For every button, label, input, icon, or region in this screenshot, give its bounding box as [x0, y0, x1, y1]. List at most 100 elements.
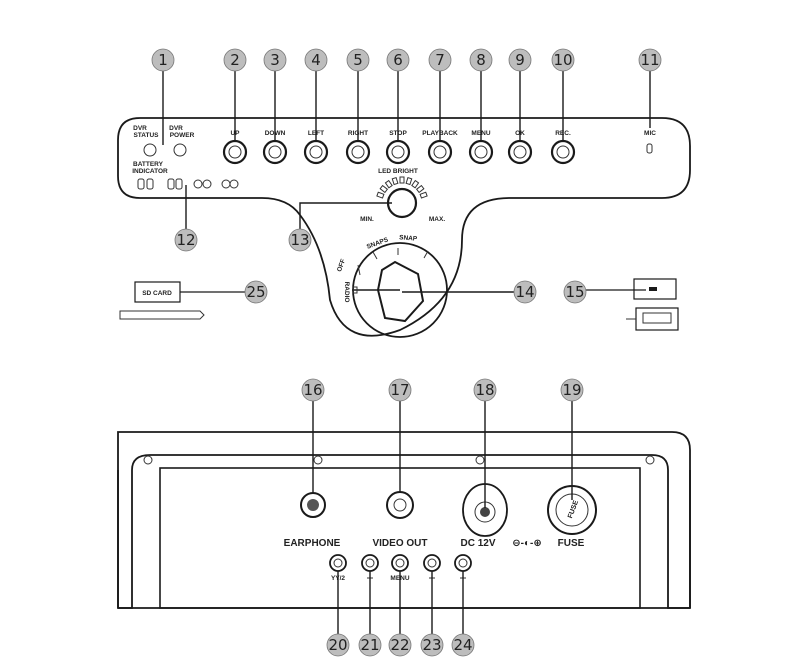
earphone-label: EARPHONE [284, 538, 341, 549]
callout-circle [301, 378, 325, 402]
battery-label-1: BATTERY [133, 161, 164, 168]
callout-3: 3 [263, 48, 287, 141]
callout-19: 19 [560, 378, 584, 500]
brightness-tick [379, 184, 389, 194]
callout-25: 25 [244, 280, 268, 304]
led-bright-max-label: MAX. [429, 216, 445, 223]
callout-20: 20 [326, 571, 350, 657]
mode-selector-knob[interactable]: OFF SNAPS SNAP RADIO [336, 234, 448, 338]
callout-circle [151, 48, 175, 72]
callout-circle [469, 48, 493, 72]
callout-24: 24 [451, 571, 475, 657]
earphone-jack[interactable]: EARPHONE [284, 492, 341, 549]
callout-circle [388, 378, 412, 402]
brightness-tick [399, 176, 405, 184]
callout-circle [244, 280, 268, 304]
callout-2: 2 [223, 48, 247, 141]
callout-circle [451, 633, 475, 657]
video-out-label: VIDEO OUT [372, 538, 427, 549]
callout-circle [288, 228, 312, 252]
callout-number: 12 [176, 231, 195, 249]
callout-circle [638, 48, 662, 72]
led-bright-label: LED BRIGHT [378, 168, 418, 175]
dvr-status-label-1: DVR [133, 125, 147, 132]
callout-circle [563, 280, 587, 304]
leader-line [299, 202, 392, 229]
screw-icon [313, 455, 323, 465]
callout-18: 18 [473, 378, 497, 508]
callout-1: 1 [151, 48, 175, 145]
top-control-panel [117, 117, 691, 337]
callout-14: 14 [402, 280, 537, 304]
callout-circle [174, 228, 198, 252]
battery-indicator: BATTERY INDICATOR [132, 161, 239, 190]
callout-number: 19 [562, 381, 581, 399]
callout-circle [223, 48, 247, 72]
callout-12: 12 [174, 185, 198, 252]
battery-label-2: INDICATOR [132, 168, 168, 175]
dc-12v-label: DC 12V [460, 538, 495, 549]
callout-number: 2 [230, 51, 240, 69]
callout-circle [346, 48, 370, 72]
callout-number: 14 [515, 283, 534, 301]
callout-circle [560, 378, 584, 402]
video-out-jack[interactable]: VIDEO OUT [372, 491, 428, 549]
selector-off-label: OFF [336, 258, 347, 273]
callout-number: 16 [303, 381, 322, 399]
brightness-tick [419, 191, 428, 199]
callout-number: 18 [475, 381, 494, 399]
callout-number: 8 [476, 51, 486, 69]
callout-circle [428, 48, 452, 72]
dc-polarity-label: ⊖-◐-⊕ [512, 538, 541, 549]
bottom-panel-housing [117, 431, 691, 609]
callout-4: 4 [304, 48, 328, 141]
sd-card-slot[interactable]: SD CARD [119, 281, 245, 320]
callout-number: 13 [290, 231, 309, 249]
screw-icon [475, 455, 485, 465]
dvr-power-label-2: POWER [170, 132, 195, 139]
callout-11: 11 [638, 48, 662, 128]
callout-number: 10 [553, 51, 572, 69]
callout-number: 22 [390, 636, 409, 654]
callout-22: 22 [388, 571, 412, 657]
callout-number: 6 [393, 51, 403, 69]
callout-number: 11 [640, 51, 659, 69]
callout-circle [386, 48, 410, 72]
callout-15: 15 [563, 280, 587, 304]
brightness-tick [411, 179, 420, 189]
fuse-label: FUSE [558, 538, 585, 549]
callout-circle [508, 48, 532, 72]
callout-6: 6 [386, 48, 410, 141]
callout-circle [388, 633, 412, 657]
callout-9: 9 [508, 48, 532, 141]
callout-number: 5 [353, 51, 363, 69]
callout-number: 20 [328, 636, 347, 654]
led-bright-knob[interactable]: LED BRIGHT MIN. MAX. [360, 168, 445, 223]
sd-card-label: SD CARD [142, 290, 172, 297]
callout-circle [326, 633, 350, 657]
callout-number: 15 [565, 283, 584, 301]
brightness-tick [384, 179, 393, 189]
callout-circle [358, 633, 382, 657]
mic: MIC [644, 130, 656, 154]
brightness-tick [415, 184, 425, 194]
callout-10: 10 [551, 48, 575, 141]
screw-icon [143, 455, 153, 465]
callout-number: 9 [515, 51, 525, 69]
led-bright-ticks [376, 176, 428, 199]
callout-21: 21 [358, 571, 382, 657]
callout-7: 7 [428, 48, 452, 141]
led-bright-min-label: MIN. [360, 216, 374, 223]
callout-16: 16 [301, 378, 325, 493]
dvr-status-label-2: STATUS [133, 132, 159, 139]
callout-8: 8 [469, 48, 493, 141]
bottom-panel [117, 431, 691, 609]
dc-12v-jack[interactable]: DC 12V ⊖-◐-⊕ [460, 483, 542, 549]
callout-13: 13 [288, 202, 392, 252]
callout-circle [473, 378, 497, 402]
brightness-tick [376, 191, 385, 199]
usb-port[interactable] [586, 278, 679, 331]
